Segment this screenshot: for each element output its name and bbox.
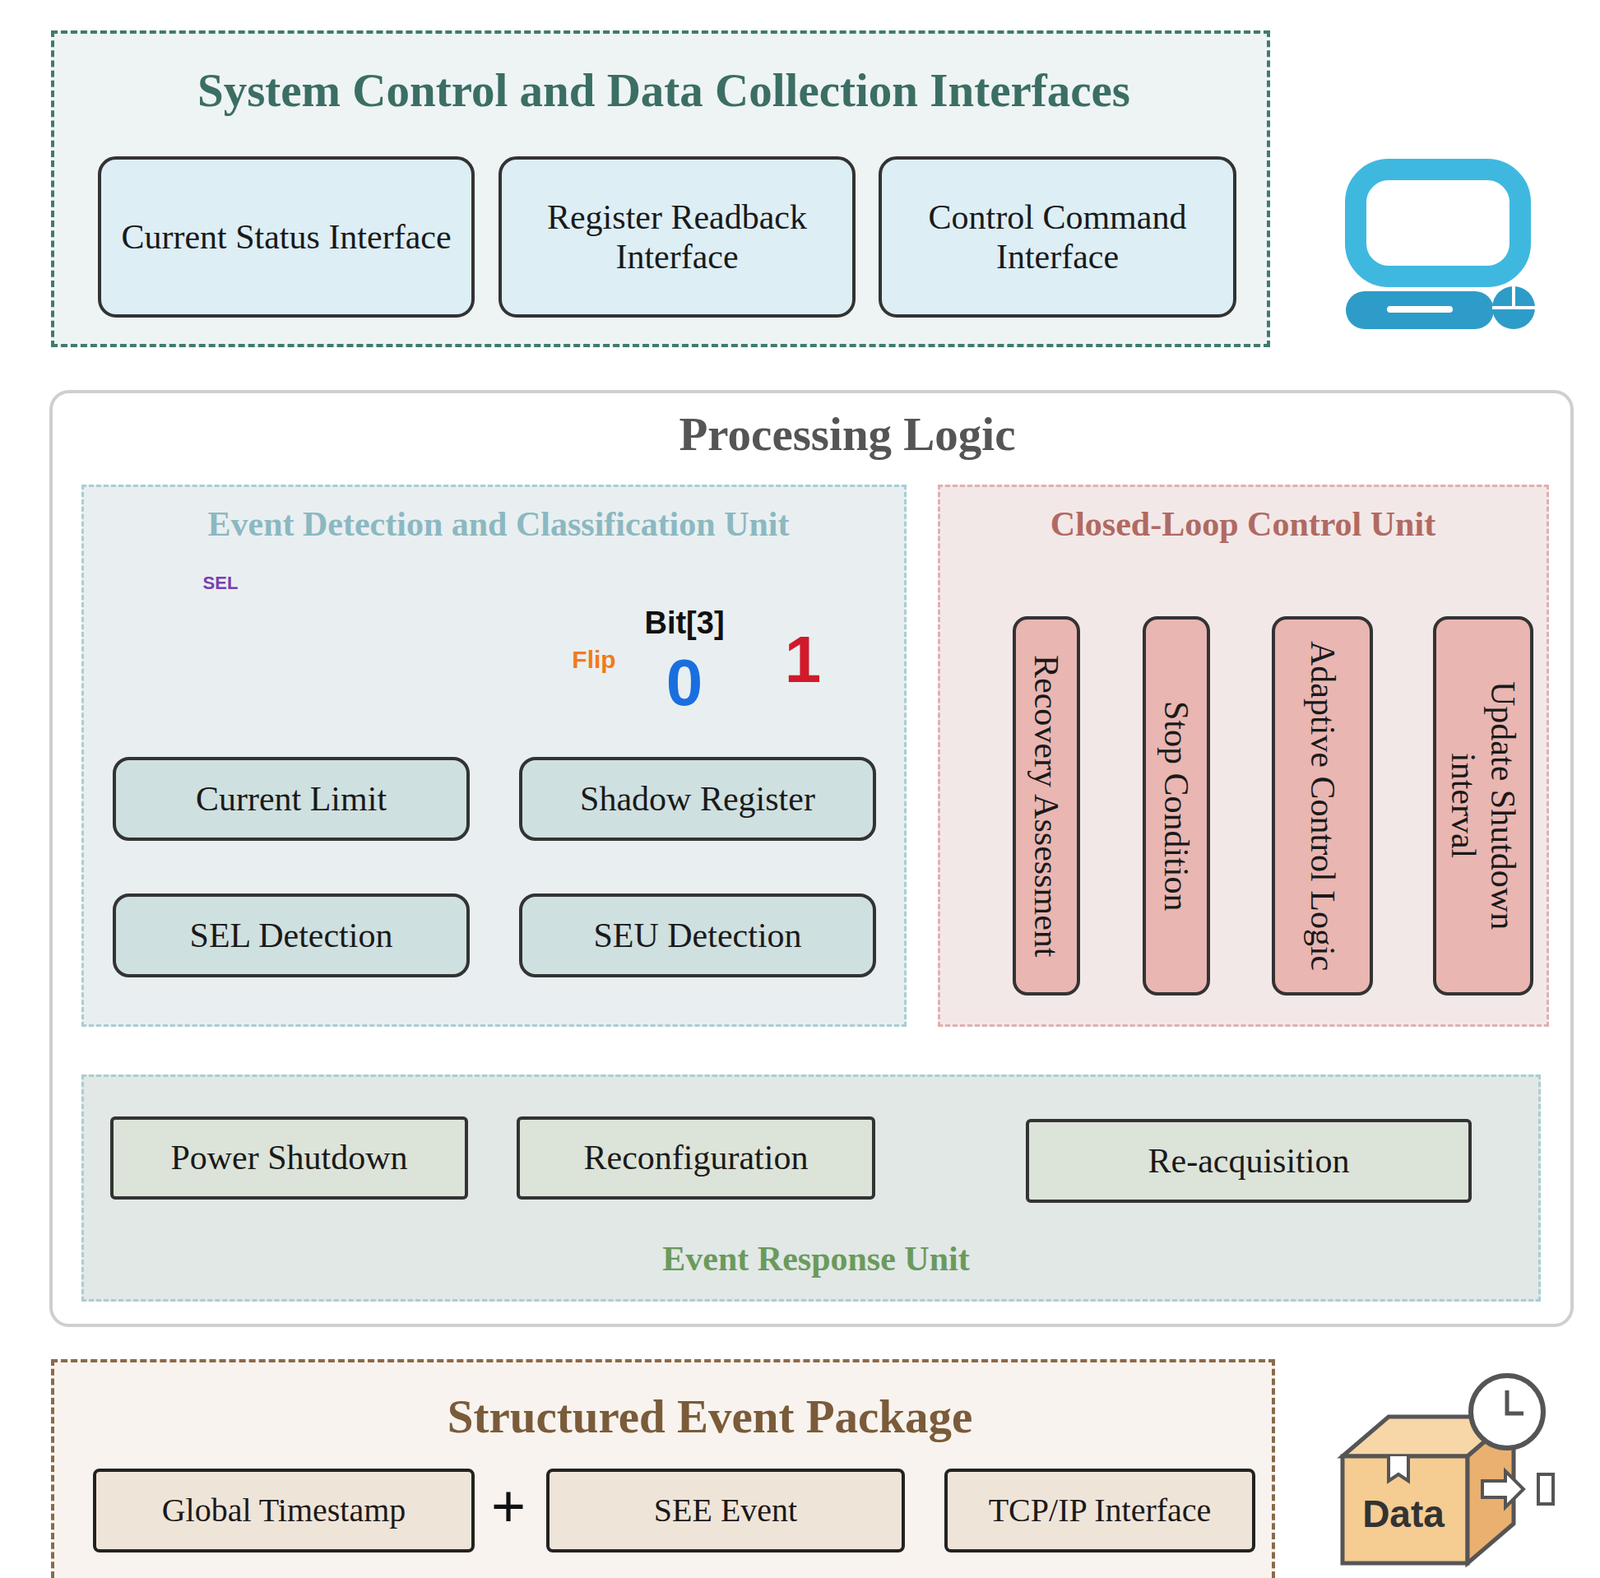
group-heading: Structured Event Package (447, 1389, 974, 1443)
box-label: SEU Detection (593, 915, 802, 956)
process-box: SEE Event (546, 1468, 905, 1553)
process-box: Register Readback Interface (498, 156, 856, 318)
process-box: Current Limit (112, 756, 470, 841)
process-box: Adaptive Control Logic (1271, 616, 1373, 996)
keyboard-icon (1345, 291, 1494, 330)
process-box: SEL Detection (112, 893, 470, 978)
process-box: Update Shutdown interval (1433, 616, 1534, 996)
box-label: Current Limit (195, 779, 387, 819)
figure-label: 0 (666, 649, 704, 716)
group-heading: Closed-Loop Control Unit (1050, 504, 1436, 544)
group-heading: Event Response Unit (662, 1238, 970, 1279)
process-box: Current Status Interface (97, 156, 475, 318)
figure-label: SEL (203, 574, 239, 593)
figure-label: Flip (571, 647, 616, 673)
group-panel: Closed-Loop Control UnitRecovery Assessm… (937, 484, 1549, 1027)
group-heading: Processing Logic (679, 407, 1016, 461)
box-label: SEL Detection (190, 915, 394, 956)
package-front (1342, 1456, 1468, 1563)
box-label: Recovery Assessment (1026, 654, 1067, 957)
process-box: Recovery Assessment (1012, 616, 1081, 996)
figure-label: 1 (784, 626, 822, 693)
process-box: SEU Detection (519, 893, 877, 978)
group-panel: Processing LogicEvent Detection and Clas… (49, 389, 1574, 1327)
box-label: Adaptive Control Logic (1302, 640, 1342, 971)
box-label: TCP/IP Interface (988, 1491, 1212, 1530)
group-panel: System Control and Data Collection Inter… (51, 30, 1271, 348)
mouse-icon (1492, 286, 1536, 330)
process-box: TCP/IP Interface (944, 1468, 1256, 1553)
group-panel: Event Detection and Classification UnitC… (81, 484, 907, 1027)
box-label: Re-acquisition (1148, 1140, 1350, 1181)
process-box: Power Shutdown (110, 1116, 469, 1200)
figure-label: + (491, 1475, 526, 1536)
group-heading: System Control and Data Collection Inter… (197, 63, 1131, 117)
group-panel: Event Response Unit Power Shutdown Reconfi… (81, 1074, 1541, 1302)
process-box: Stop Condition (1142, 616, 1211, 996)
group-panel: Structured Event PackageGlobal Timestamp… (51, 1358, 1276, 1578)
process-box: Control Command Interface (878, 156, 1237, 318)
box-label: Current Status Interface (120, 217, 451, 257)
box-label: Reconfiguration (584, 1137, 809, 1178)
box-label: SEE Event (653, 1491, 798, 1530)
keyboard-slot (1386, 306, 1453, 313)
box-label: Global Timestamp (162, 1491, 407, 1530)
group-heading: Event Detection and Classification Unit (208, 504, 790, 544)
export-arrow (1482, 1470, 1524, 1508)
box-label: Shadow Register (579, 779, 816, 819)
process-box: Reconfiguration (516, 1116, 876, 1200)
box-label: Update Shutdown interval (1443, 626, 1524, 986)
process-box: Global Timestamp (92, 1468, 475, 1553)
process-box: Re-acquisition (1025, 1118, 1472, 1203)
monitor-icon (1355, 169, 1521, 277)
box-label: Stop Condition (1156, 700, 1197, 912)
process-box: Shadow Register (519, 756, 877, 841)
box-label: Register Readback Interface (508, 197, 846, 278)
box-label: Power Shutdown (170, 1137, 408, 1178)
figure-label: Bit[3] (644, 607, 724, 639)
clock-icon (1470, 1375, 1544, 1448)
figure-label: Data (1362, 1494, 1445, 1533)
box-label: Control Command Interface (888, 197, 1227, 278)
